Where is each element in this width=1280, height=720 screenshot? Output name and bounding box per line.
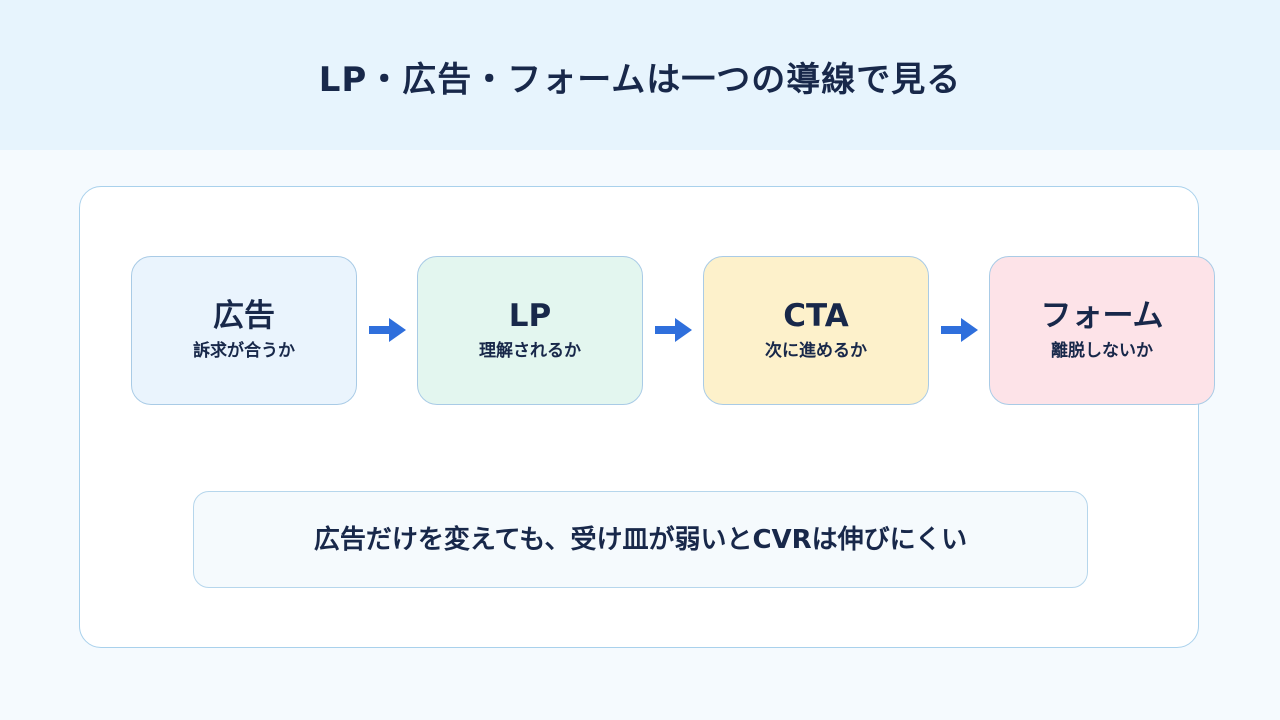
step-subtitle: 訴求が合うか <box>193 341 295 361</box>
step-form: フォーム 離脱しないか <box>989 256 1215 405</box>
step-subtitle: 離脱しないか <box>1051 341 1153 361</box>
step-lp: LP 理解されるか <box>417 256 643 405</box>
step-ad: 広告 訴求が合うか <box>131 256 357 405</box>
summary-note-text: 広告だけを変えても、受け皿が弱いとCVRは伸びにくい <box>313 525 968 555</box>
header-band: LP・広告・フォームは一つの導線で見る <box>0 0 1280 150</box>
page-title: LP・広告・フォームは一つの導線で見る <box>318 60 962 100</box>
step-subtitle: 次に進めるか <box>765 341 867 361</box>
step-title: CTA <box>783 298 849 334</box>
step-subtitle: 理解されるか <box>479 341 581 361</box>
arrow-right-icon <box>941 318 978 342</box>
arrow-right-icon <box>369 318 406 342</box>
step-title: 広告 <box>213 298 275 334</box>
step-cta: CTA 次に進めるか <box>703 256 929 405</box>
step-title: LP <box>508 298 552 334</box>
arrow-right-icon <box>655 318 692 342</box>
step-title: フォーム <box>1040 298 1164 334</box>
summary-note: 広告だけを変えても、受け皿が弱いとCVRは伸びにくい <box>193 491 1088 588</box>
